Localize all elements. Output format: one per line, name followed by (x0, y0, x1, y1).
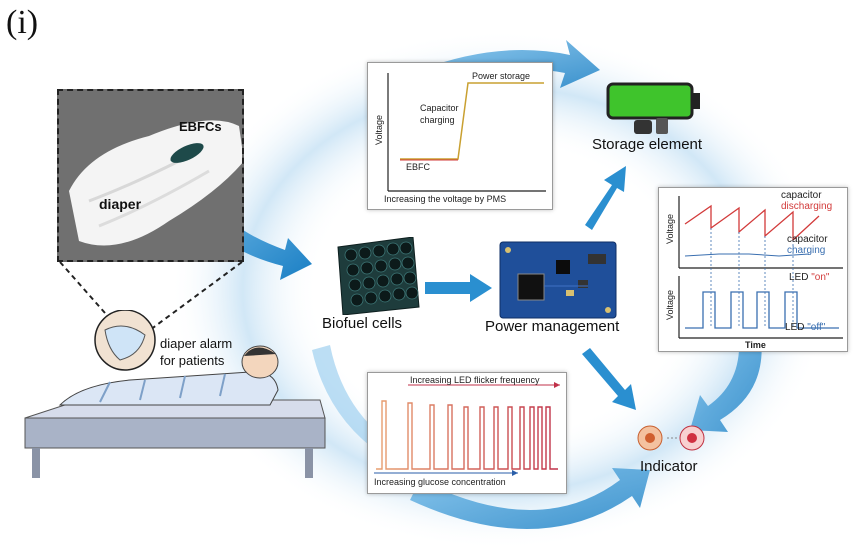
pms-stage-storage: Power storage (472, 71, 531, 81)
right-flow-arrow (690, 330, 762, 432)
battery-image (606, 82, 700, 134)
biofuel-to-power-arrow (425, 274, 492, 302)
storage-label: Storage element (592, 136, 703, 153)
pms-voltage-line (400, 82, 544, 160)
patient-label-2: for patients (160, 353, 225, 368)
power-label: Power management (485, 318, 620, 335)
cap-x-label: Time (745, 340, 766, 350)
bottom-flow-arrow (410, 468, 650, 530)
bed (24, 417, 326, 449)
led-signal (685, 291, 839, 329)
diaper-photo: diaper EBFCs (57, 89, 244, 262)
led-off-prefix: LED (785, 322, 808, 333)
flicker-pulses (376, 400, 558, 470)
indicator-leds (637, 425, 705, 451)
led-on-word: "on" (811, 272, 830, 283)
cap-charging-1: capacitor (787, 234, 828, 245)
cap-discharging-2: discharging (781, 201, 833, 212)
pms-stage-charging-1: Capacitor (420, 103, 459, 113)
power-pcb-image (499, 241, 617, 319)
power-to-storage-arrow (585, 166, 626, 230)
capacitor-sawtooth (684, 204, 820, 242)
capacitor-chart (678, 196, 843, 339)
cap-discharging-1: capacitor (781, 190, 822, 201)
led-off-label: LED "off" (785, 322, 825, 333)
cap-y-label-bottom: Voltage (665, 289, 676, 321)
pms-x-caption: Increasing the voltage by PMS (384, 194, 507, 204)
pms-stage-charging-2: charging (420, 115, 455, 125)
cap-charging-2: charging (787, 245, 826, 256)
pms-chart (387, 73, 546, 192)
diaper-to-biofuel-arrow (184, 178, 312, 280)
power-to-indicator-arrow (582, 348, 636, 410)
flicker-bottom-caption: Increasing glucose concentration (374, 477, 506, 487)
biofuel-label: Biofuel cells (322, 315, 403, 332)
left-flow-arc (312, 345, 410, 468)
biofuel-cell-image (337, 237, 420, 315)
pms-chart-box: Voltage Increasing the voltage by PMS EB… (367, 62, 553, 210)
indicator-label: Indicator (640, 458, 698, 475)
led-off-word: "off" (807, 322, 826, 333)
diaper-label: diaper (99, 196, 142, 212)
flicker-chart (374, 382, 560, 476)
patient-illustration (24, 310, 326, 478)
patient-label-1: diaper alarm (160, 336, 233, 351)
flicker-chart-box: Increasing LED flicker frequency Increas… (367, 372, 567, 494)
pms-y-label: Voltage (374, 114, 385, 146)
pms-stage-ebfc: EBFC (406, 162, 431, 172)
panel-label: (i) (6, 4, 39, 41)
led-on-label: LED "on" (789, 272, 829, 283)
ebfcs-label: EBFCs (179, 119, 222, 134)
capacitor-chart-box: Voltage Voltage Time capacitor dischargi… (658, 187, 848, 352)
led-on-prefix: LED (789, 272, 812, 283)
patient-body (58, 371, 279, 406)
cap-y-label-top: Voltage (665, 213, 676, 245)
diaper-image (59, 91, 242, 260)
ebfc-patch (170, 143, 204, 163)
flicker-top-caption: Increasing LED flicker frequency (410, 375, 540, 385)
